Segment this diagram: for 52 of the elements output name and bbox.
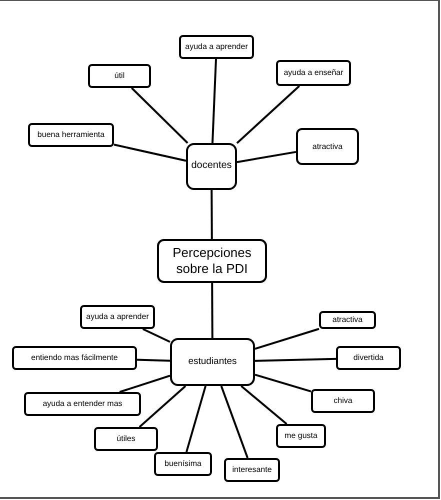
- node-label: buena herramienta: [36, 130, 106, 140]
- connector-line: [114, 144, 186, 162]
- node-label: atractiva: [311, 142, 344, 152]
- concept-box: [336, 346, 401, 370]
- connector-line: [220, 386, 249, 458]
- concept-box: [80, 305, 155, 329]
- concept-box: [224, 458, 280, 482]
- node-label: ayuda a entender mas: [42, 399, 124, 409]
- connector-line: [210, 190, 213, 239]
- node-label: útil: [113, 71, 126, 81]
- connector-line: [131, 87, 188, 144]
- node-label: me gusta: [284, 431, 318, 441]
- connector-line: [186, 386, 207, 452]
- connector-line: [240, 385, 288, 425]
- central-topic-box: [157, 239, 267, 283]
- node-label: chiva: [332, 396, 354, 406]
- connector-line: [211, 58, 217, 144]
- node-label: atractiva: [331, 315, 364, 325]
- concept-box: [311, 389, 375, 413]
- connector-line: [236, 85, 300, 144]
- concept-box: [28, 123, 114, 147]
- concept-box: [179, 35, 254, 59]
- group-node: [186, 143, 237, 190]
- concept-box: [94, 427, 158, 451]
- concept-box: [154, 452, 212, 476]
- concept-box: [88, 64, 151, 88]
- node-label: ayuda a aprender: [85, 312, 150, 322]
- connector-line: [211, 283, 214, 338]
- connector-line: [254, 328, 320, 350]
- node-label: útiles: [116, 434, 136, 444]
- node-label: buenísima: [164, 459, 202, 469]
- node-label: interesante: [231, 465, 273, 475]
- concept-box: [24, 392, 141, 416]
- node-label: ayuda a aprender: [184, 42, 249, 52]
- concept-box: [276, 60, 351, 86]
- node-label: docentes: [190, 160, 233, 173]
- node-label: ayuda a enseñar: [282, 68, 344, 78]
- connector-line: [236, 150, 296, 164]
- concept-box: [276, 424, 326, 448]
- node-label: estudiantes: [187, 356, 238, 368]
- connector-line: [254, 358, 336, 362]
- connector-line: [136, 358, 170, 362]
- concept-box: [296, 128, 359, 165]
- connector-line: [142, 328, 170, 343]
- node-label: entiendo mas fácilmente: [30, 353, 119, 363]
- concept-box: [319, 311, 376, 329]
- concept-box: [12, 346, 137, 370]
- group-node: [170, 338, 255, 386]
- node-label: Percepciones sobre la PDI: [172, 244, 252, 278]
- connector-line: [119, 374, 170, 393]
- node-label: divertida: [352, 353, 385, 363]
- connector-line: [254, 374, 312, 392]
